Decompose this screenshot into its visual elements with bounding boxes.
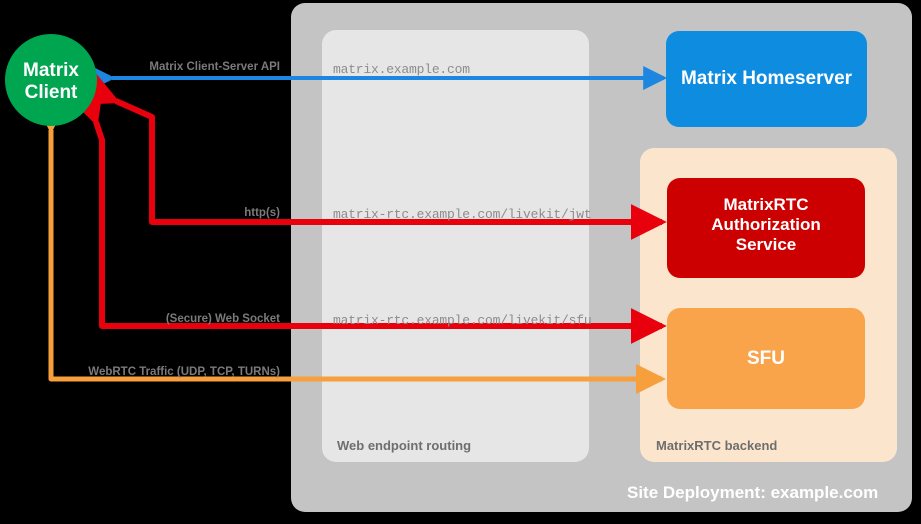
connection-label-https: http(s): [244, 207, 280, 219]
node-matrix-client-label: Matrix Client: [6, 60, 96, 105]
node-sfu-label: SFU: [747, 348, 785, 369]
node-matrix-client[interactable]: [5, 34, 97, 126]
node-matrix-homeserver-label: Matrix Homeserver: [680, 68, 853, 89]
matrix-client-line2: Client: [24, 82, 78, 104]
node-matrixrtc-authorization-service-label: MatrixRTC Authorization Service: [667, 195, 865, 255]
endpoint-livekit-sfu: matrix-rtc.example.com/livekit/sfu: [333, 313, 592, 328]
node-sfu[interactable]: [667, 308, 865, 409]
container-label-web-endpoint-routing: Web endpoint routing: [337, 438, 472, 453]
node-matrix-homeserver[interactable]: [666, 31, 867, 127]
connection-label-webrtc-traffic: WebRTC Traffic (UDP, TCP, TURNs): [88, 366, 280, 378]
node-matrixrtc-authorization-service[interactable]: [667, 178, 865, 278]
endpoint-livekit-jwt: matrix-rtc.example.com/livekit/jwt: [333, 207, 592, 222]
connection-webrtc-traffic: [36, 104, 667, 394]
connection-label-matrix-client-server-api: Matrix Client-Server API: [149, 61, 280, 73]
endpoint-matrix-example-com: matrix.example.com: [333, 62, 470, 77]
container-label-site-deployment: Site Deployment: example.com: [627, 483, 879, 502]
connection-label-secure-web-socket: (Secure) Web Socket: [165, 313, 280, 325]
auth-service-line3: Service: [735, 235, 797, 255]
matrix-client-line1: Matrix: [23, 60, 79, 81]
container-label-matrixrtc-backend: MatrixRTC backend: [656, 438, 778, 453]
container-web-endpoint-routing: [322, 30, 589, 462]
auth-service-line2: Authorization: [711, 215, 821, 235]
auth-service-line1: MatrixRTC: [723, 195, 809, 214]
